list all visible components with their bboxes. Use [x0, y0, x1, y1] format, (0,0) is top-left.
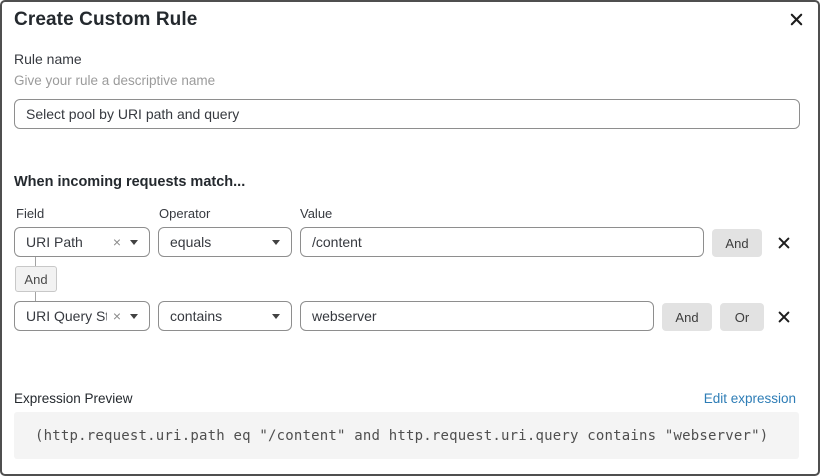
operator-select-row2[interactable]: contains — [158, 301, 292, 331]
chevron-down-icon — [130, 239, 138, 245]
or-button-row2[interactable]: Or — [720, 303, 764, 331]
operator-select-row2-value: contains — [170, 308, 223, 324]
close-icon — [790, 13, 802, 25]
and-button-row1[interactable]: And — [712, 229, 762, 257]
remove-condition-icon — [778, 237, 790, 249]
expression-preview-label: Expression Preview — [14, 391, 133, 406]
rule-name-helper: Give your rule a descriptive name — [14, 73, 216, 88]
rule-name-label: Rule name — [14, 51, 82, 67]
connector-line-top — [35, 257, 36, 266]
value-column-label: Value — [300, 206, 333, 221]
field-column-label: Field — [16, 206, 45, 221]
value-input-row1[interactable] — [300, 227, 704, 257]
chevron-down-icon — [272, 239, 280, 245]
remove-condition-button-row2[interactable] — [774, 303, 794, 331]
operator-column-label: Operator — [159, 206, 211, 221]
chevron-down-icon — [272, 313, 280, 319]
clear-selection-icon[interactable]: × — [112, 234, 121, 250]
field-select-row2[interactable]: URI Query St... × — [14, 301, 150, 331]
match-section-heading: When incoming requests match... — [14, 174, 246, 190]
field-select-row1[interactable]: URI Path × — [14, 227, 150, 257]
remove-condition-icon — [778, 311, 790, 323]
field-select-row1-value: URI Path — [26, 234, 83, 250]
edit-expression-link[interactable]: Edit expression — [703, 391, 796, 406]
rule-name-input[interactable] — [14, 99, 800, 129]
expression-code: (http.request.uri.path eq "/content" and… — [35, 427, 769, 444]
expression-preview-block: (http.request.uri.path eq "/content" and… — [14, 412, 799, 459]
chevron-down-icon — [130, 313, 138, 319]
value-input-row2[interactable] — [300, 301, 654, 331]
close-button[interactable] — [785, 8, 807, 30]
and-connector-badge: And — [15, 266, 57, 292]
operator-select-row1[interactable]: equals — [158, 227, 292, 257]
and-button-row2[interactable]: And — [662, 303, 712, 331]
page-title: Create Custom Rule — [14, 9, 198, 30]
clear-selection-icon[interactable]: × — [112, 308, 121, 324]
operator-select-row1-value: equals — [170, 234, 212, 250]
connector-line-bottom — [35, 292, 36, 301]
field-select-row2-value: URI Query St... — [26, 308, 107, 324]
remove-condition-button-row1[interactable] — [774, 229, 794, 257]
